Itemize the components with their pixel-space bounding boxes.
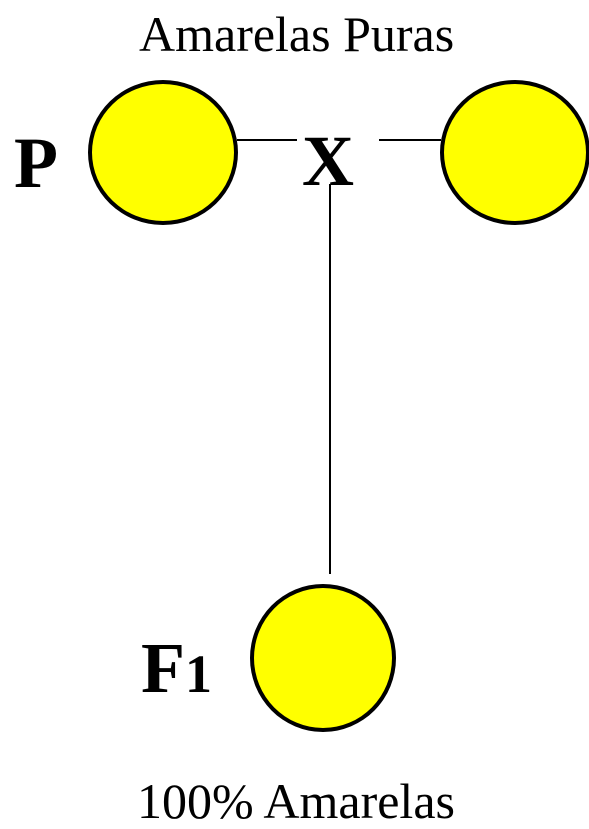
parent-left-pea — [88, 80, 238, 225]
offspring-caption: 100% Amarelas — [137, 773, 455, 829]
parents-caption: Amarelas Puras — [139, 6, 455, 62]
filial-generation-letter: F — [141, 628, 185, 708]
offspring-connector — [329, 184, 331, 574]
parent-right-pea — [440, 80, 589, 225]
cross-connector-left — [237, 139, 297, 141]
offspring-pea — [250, 584, 396, 732]
filial-generation-index: 1 — [184, 644, 212, 704]
cross-symbol: X — [302, 121, 354, 201]
filial-generation-label: F1 — [141, 632, 212, 704]
parent-generation-label: P — [14, 123, 58, 203]
cross-connector-right — [379, 139, 441, 141]
